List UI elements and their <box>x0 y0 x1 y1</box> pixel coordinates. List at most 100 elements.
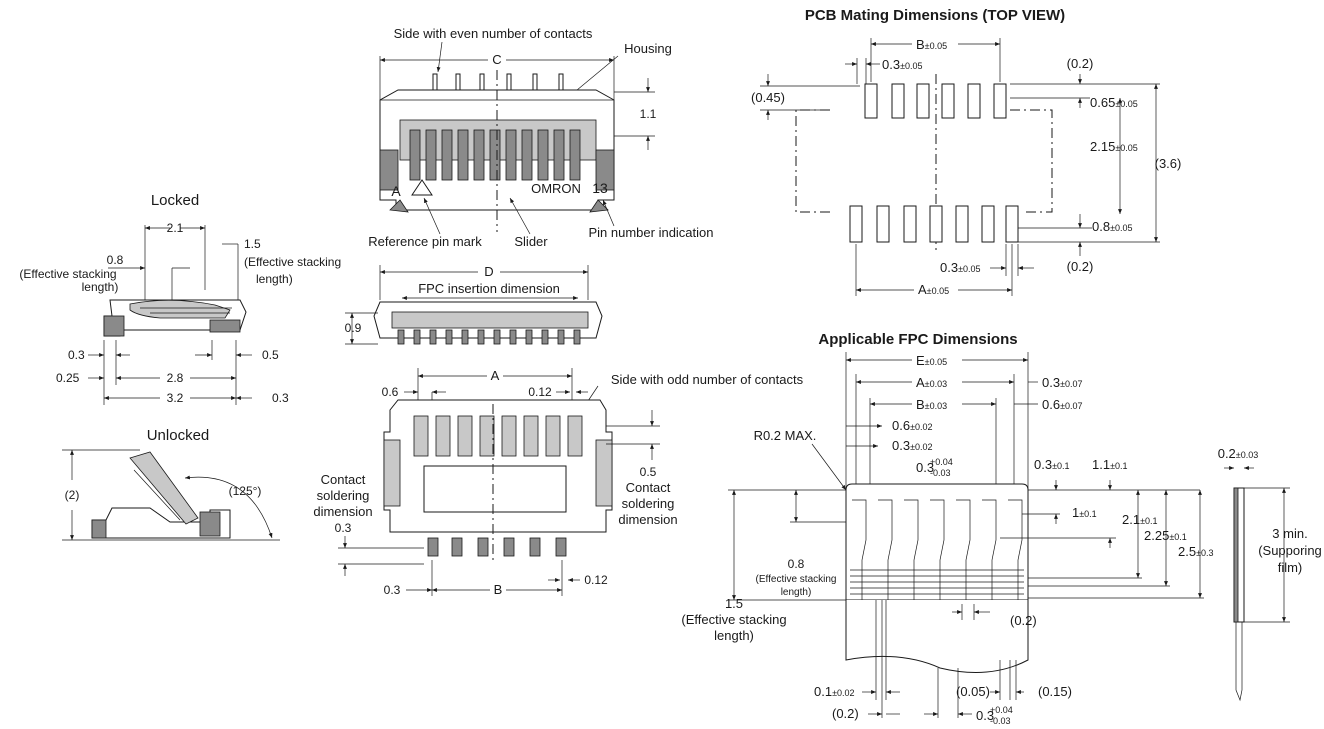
fpc-dim-2-5: 2.5±0.3 <box>1178 544 1214 559</box>
fpc-dim-a: A±0.03 <box>916 375 947 390</box>
slider-fingers <box>409 129 581 181</box>
fpc-insertion-label: FPC insertion dimension <box>418 281 560 296</box>
contact-left-1: Contact <box>321 472 366 487</box>
dim-1-1: 1.1 <box>640 107 657 121</box>
top-pins <box>432 73 564 93</box>
pcb-dim-3-6: (3.6) <box>1155 156 1182 171</box>
locked-title: Locked <box>151 192 199 209</box>
fpc-title: Applicable FPC Dimensions <box>818 331 1017 348</box>
fpc-dim-0-05: (0.05) <box>956 684 990 699</box>
fpc-dim-0-3-b-dn: -0.03 <box>990 716 1011 726</box>
bottom-view-bottom-pins <box>427 537 567 557</box>
odd-contacts-label: Side with odd number of contacts <box>611 372 804 387</box>
eff-left-1: (Effective stacking <box>19 267 116 281</box>
fpc-dim-1-5: 1.5 <box>725 596 743 611</box>
fpc-dim-1: 1±0.1 <box>1072 505 1097 520</box>
dim-d: D <box>484 264 493 279</box>
unlocked-title: Unlocked <box>147 427 210 444</box>
bottom-view-top-pins <box>413 415 583 457</box>
pcb-dim-b: B±0.05 <box>916 37 947 52</box>
pcb-dim-0-3-b: 0.3±0.05 <box>940 260 981 275</box>
dim-2-1: 2.1 <box>167 221 184 235</box>
film-film: film) <box>1278 560 1303 575</box>
pcb-title: PCB Mating Dimensions (TOP VIEW) <box>805 7 1065 24</box>
dim-0-9: 0.9 <box>345 321 362 335</box>
front-pins <box>397 329 581 345</box>
contact-right-1: Contact <box>626 480 671 495</box>
dim-2-paren: (2) <box>65 488 80 502</box>
even-contacts-label: Side with even number of contacts <box>394 26 593 41</box>
dim-1-5: 1.5 <box>244 237 261 251</box>
dim-3-2: 3.2 <box>167 391 184 405</box>
contact-left-2: soldering <box>317 488 370 503</box>
fpc-eff15-1: (Effective stacking <box>681 612 786 627</box>
fpc-dim-0-15: (0.15) <box>1038 684 1072 699</box>
pcb-dim-2-15: 2.15±0.05 <box>1090 139 1138 154</box>
fpc-dim-e: E±0.05 <box>916 353 947 368</box>
eff-right-1: (Effective stacking <box>244 255 341 269</box>
dim-0-12-a: 0.12 <box>528 385 552 399</box>
fpc-dim-2-1: 2.1±0.1 <box>1122 512 1158 527</box>
pin-number-indication-label: Pin number indication <box>588 225 713 240</box>
fpc-dim-0-3-b-up: +0.04 <box>990 705 1013 715</box>
dim-0-25: 0.25 <box>56 371 80 385</box>
fpc-dim-0-6: 0.6±0.02 <box>892 418 933 433</box>
dim-2-8: 2.8 <box>167 371 184 385</box>
fpc-dim-0-8: 0.8 <box>788 557 805 571</box>
fpc-dim-0-3-right: 0.3±0.07 <box>1042 375 1083 390</box>
locked-side-view: Locked 2.1 0.8 (Effective stacking lengt… <box>19 192 341 405</box>
fpc-eff08-1: (Effective stacking <box>756 574 837 585</box>
dim-0-5: 0.5 <box>262 348 279 362</box>
film-3-min: 3 min. <box>1272 526 1307 541</box>
fpc-r02: R0.2 MAX. <box>754 428 817 443</box>
contact-left-3: dimension <box>313 504 372 519</box>
supporting-film-view: 0.2±0.03 3 min. (Supporing film) <box>1218 446 1322 702</box>
dim-0-8: 0.8 <box>107 253 124 267</box>
dim-0-12-b: 0.12 <box>584 573 608 587</box>
pin-a-label: A <box>391 183 401 199</box>
pcb-dim-0-8: 0.8±0.05 <box>1092 219 1133 234</box>
dim-b: B <box>494 582 503 597</box>
fpc-dim-0-6-right: 0.6±0.07 <box>1042 397 1083 412</box>
pcb-mating-section: PCB Mating Dimensions (TOP VIEW) B±0.05 … <box>751 7 1181 297</box>
fpc-dim-0-3-b: 0.3 <box>976 708 994 723</box>
dim-0-3-left: 0.3 <box>335 521 352 535</box>
fpc-hatch <box>850 569 1024 595</box>
connector-front-view: D FPC insertion dimension 0.9 <box>345 264 603 345</box>
dim-0-5-b: 0.5 <box>640 465 657 479</box>
unlocked-side-view: Unlocked (2) (125°) <box>62 427 280 541</box>
film-supporing: (Supporing <box>1258 543 1322 558</box>
pcb-dim-0-2-top: (0.2) <box>1067 56 1094 71</box>
fpc-eff08-2: length) <box>781 587 812 598</box>
pcb-dim-0-3: 0.3±0.05 <box>882 57 923 72</box>
pcb-dim-0-45: (0.45) <box>751 90 785 105</box>
angle-125: (125°) <box>229 484 262 498</box>
fpc-dim-0-3-dn: -0.03 <box>930 468 951 478</box>
fpc-section: Applicable FPC Dimensions E±0.05 A±0.03 … <box>681 331 1213 726</box>
fpc-dim-0-2: (0.2) <box>1010 613 1037 628</box>
connector-bottom-view: A 0.6 0.12 Side with odd number of conta… <box>313 368 804 597</box>
pin-13-label: 13 <box>592 180 608 196</box>
brand-mark: OMRON <box>531 181 581 196</box>
reference-pin-mark-label: Reference pin mark <box>368 234 482 249</box>
pcb-dim-0-2-bottom: (0.2) <box>1067 259 1094 274</box>
dim-0-6: 0.6 <box>382 385 399 399</box>
eff-right-2: length) <box>256 272 293 286</box>
fpc-dim-0-1: 0.1±0.02 <box>814 684 855 699</box>
contact-right-2: soldering <box>622 496 675 511</box>
contact-right-3: dimension <box>618 512 677 527</box>
fpc-dim-2-25: 2.25±0.1 <box>1144 528 1187 543</box>
fpc-dim-0-3: 0.3±0.02 <box>892 438 933 453</box>
dim-0-3-b: 0.3 <box>272 391 289 405</box>
connector-top-view: Side with even number of contacts C Hous… <box>368 26 713 249</box>
fpc-traces <box>852 499 1023 600</box>
fpc-dim-0-3-t: 0.3±0.1 <box>1034 457 1070 472</box>
dim-c: C <box>492 52 501 67</box>
pcb-bottom-pads <box>849 205 1019 243</box>
pcb-dim-0-65: 0.65±0.05 <box>1090 95 1138 110</box>
reference-triangle <box>411 179 433 196</box>
fpc-dim-0-3-up: +0.04 <box>930 457 953 467</box>
dim-a: A <box>491 368 500 383</box>
